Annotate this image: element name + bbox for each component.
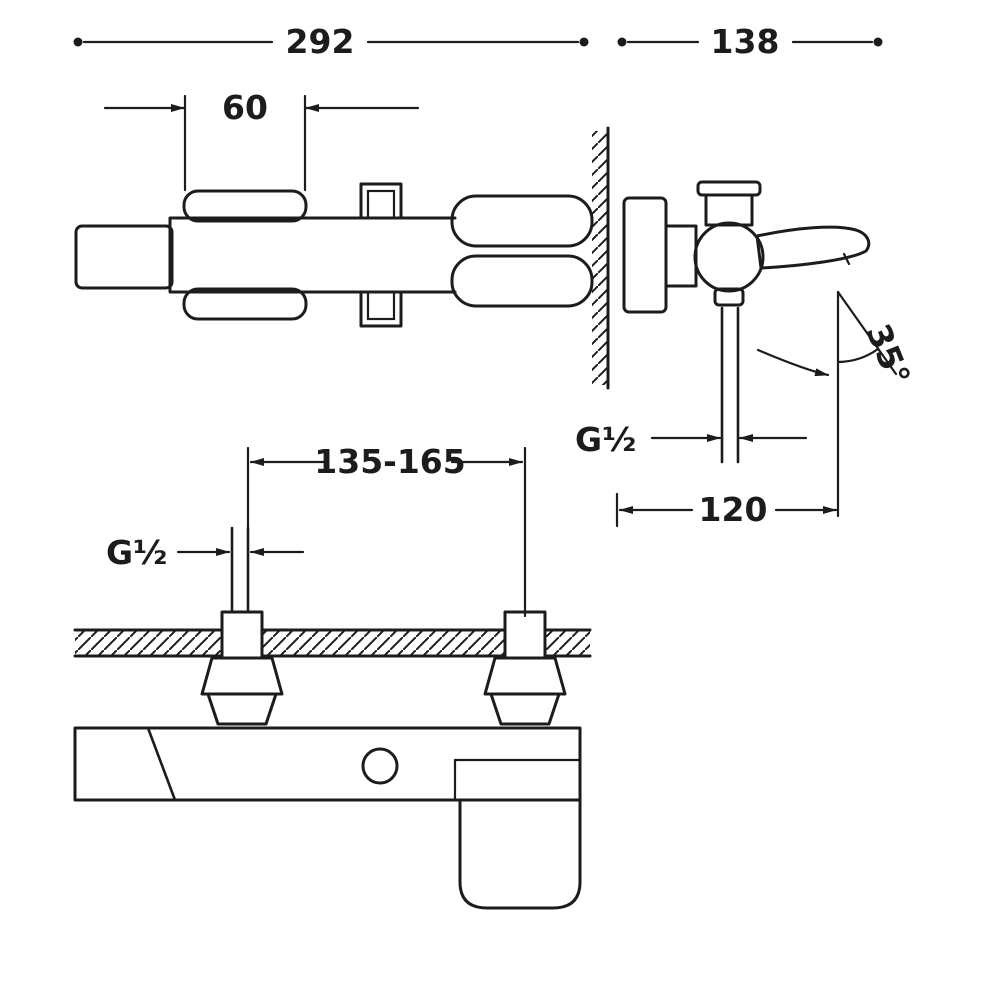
diverter-boss-bottom-inner [366,290,396,321]
left-union-nut [206,692,278,726]
diverter-boss-top-inner [366,189,396,220]
body-front [73,726,582,802]
aerator-mark [842,252,851,266]
dimension-inlet-spacing-label: 135-165 [314,442,465,481]
side-view [592,126,871,464]
wall-plate [622,196,668,314]
wall-front [73,628,592,658]
body-left-end [74,224,174,290]
wall-connector [664,224,698,288]
right-escutcheon [483,656,567,696]
dimension-spout-projection: 120 [615,490,838,529]
right-wall-union [503,610,547,660]
dimension-spout-angle-label: 35° [859,318,919,391]
dimension-spout-projection-label: 120 [699,490,768,529]
dimension-overall-width: 292 [73,22,589,61]
dimension-thread-side-label: G½ [575,420,636,459]
diverter-front [361,747,399,785]
dimension-overall-depth-label: 138 [711,22,780,61]
bottom-boss [713,287,745,307]
spout-profile [755,225,871,270]
dimension-spout-angle: 35° [756,290,919,518]
spout-top-half [450,194,594,248]
wall-hatch-side [592,131,608,385]
dimension-inlet-spacing: 135-165 [246,442,527,618]
dimension-thread-front-label: G½ [106,533,167,572]
handle-bottom [182,287,308,321]
top-view [74,182,594,328]
dimension-overall-width-label: 292 [286,22,355,61]
dimension-overall-depth: 138 [617,22,883,61]
right-union-nut [489,692,561,726]
body-chamfer-line [146,726,177,802]
handle-knob-circle [693,221,765,293]
spout-front [458,798,582,910]
dimension-thread-side: G½ [575,420,808,459]
dimension-handle-width: 60 [103,88,420,192]
front-view [73,526,592,910]
left-escutcheon [200,656,284,696]
spout-bottom-half [450,254,594,308]
dimension-thread-front: G½ [106,533,305,572]
left-wall-union [220,610,264,660]
top-knob [704,193,754,227]
top-knob-flange [696,180,762,197]
body-outline [168,216,457,294]
dimension-handle-width-label: 60 [222,88,268,127]
handle-top [182,189,308,223]
